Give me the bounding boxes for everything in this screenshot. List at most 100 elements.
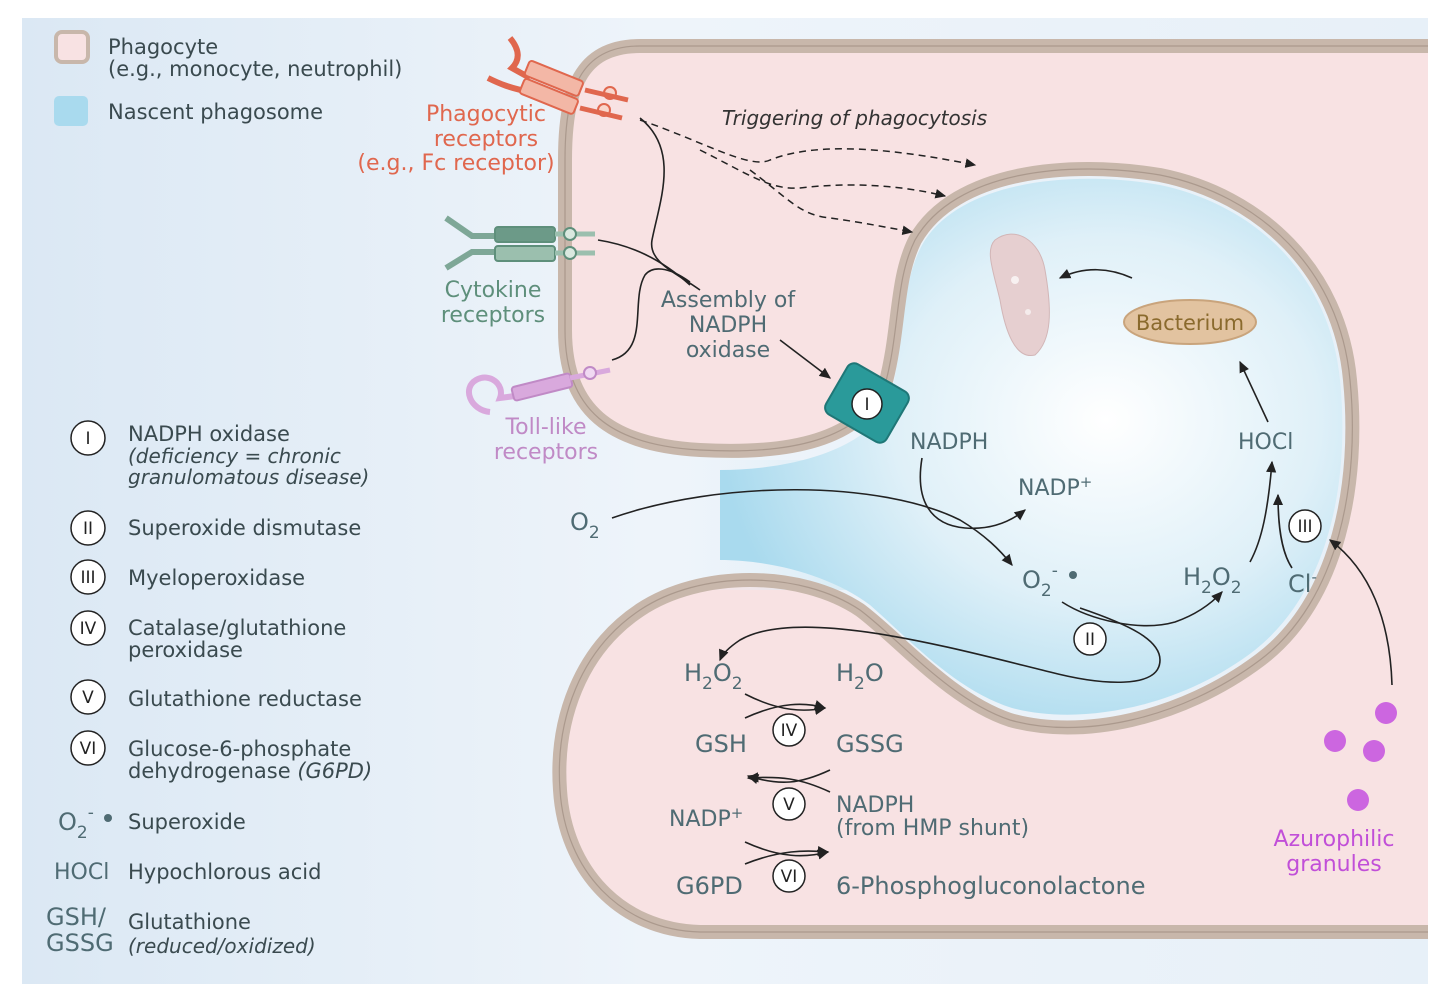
cycle-h2o-label: H2O	[836, 659, 884, 694]
enzyme-legend: I NADPH oxidase (deficiency = chronic gr…	[70, 420, 372, 783]
superoxide-label: O2-	[1022, 561, 1058, 601]
legend-enzyme-iii-name: Myeloperoxidase	[128, 566, 305, 590]
granule-dot-4	[1347, 789, 1369, 811]
cycle-gsh-label: GSH	[695, 730, 747, 758]
enzyme-vi-label: VI	[781, 867, 798, 887]
enzyme-ii-marker	[1073, 622, 1107, 656]
cytokine-signal-curve	[597, 239, 691, 286]
toll-like-receptor-label-2: receptors	[494, 440, 598, 465]
digested-bacterium-icon	[989, 233, 1050, 356]
granule-to-mpo-arrow	[1328, 539, 1393, 686]
legend-enzyme-v-marker	[70, 679, 106, 715]
cycle-nadph-label: NADPH	[836, 793, 914, 818]
assembly-label-3: oxidase	[686, 338, 770, 363]
chloride-label: Cl-	[1288, 568, 1317, 598]
trigger-arrow-1	[639, 119, 977, 168]
legend-enzyme-iii-marker	[70, 559, 106, 595]
h2o2-main-label: H2O2	[1183, 563, 1242, 598]
cycle-h2o2-label: H2O2	[684, 659, 743, 694]
cycle-vi-arrow-b	[744, 846, 830, 865]
legend-gsh-desc: Glutathione	[128, 910, 251, 934]
legend-enzyme-i-note-2: granulomatous disease)	[128, 465, 369, 489]
cycle-phospho-label: 6-Phosphogluconolactone	[836, 872, 1145, 900]
legend-enzyme-i-name: NADPH oxidase	[128, 422, 290, 446]
assembly-label-2: NADPH	[689, 313, 767, 338]
legend-enzyme-vi-name-1: Glucose-6-phosphate	[128, 737, 351, 761]
granule-dot-3	[1363, 740, 1385, 762]
legend-enzyme-iv-marker	[70, 610, 106, 646]
legend-phagocyte-sublabel: (e.g., monocyte, neutrophil)	[108, 57, 402, 81]
legend-enzyme-iv-numeral: IV	[80, 619, 97, 639]
trigger-arrow-2	[699, 149, 947, 199]
phagocytic-receptor-label-1: Phagocytic	[426, 102, 546, 127]
nadp-label: NADP+	[1018, 473, 1092, 501]
assembly-label-1: Assembly of	[661, 288, 796, 313]
granule-dot-1	[1375, 702, 1397, 724]
azurophilic-label-2: granules	[1286, 852, 1382, 877]
enzyme-iv-label: IV	[781, 721, 798, 741]
legend-enzyme-i-note-1: (deficiency = chronic	[128, 444, 341, 468]
nadph-label: NADPH	[910, 430, 988, 455]
superoxide-radical-dot	[1069, 571, 1077, 579]
cycle-iv-arrow-b	[744, 700, 827, 719]
phagocytic-receptor-icon	[486, 36, 629, 121]
bacterium-icon	[1123, 299, 1257, 345]
legend-enzyme-iii-numeral: III	[80, 568, 95, 588]
legend-gsh-symbol-2: GSSG	[46, 929, 114, 957]
h2o2-to-hocl-arrow	[1249, 460, 1277, 563]
cytokine-receptor-icon	[444, 215, 595, 271]
legend-enzyme-ii-marker	[70, 510, 106, 546]
toll-signal-curve	[611, 268, 691, 361]
enzyme-iii-marker	[1288, 509, 1322, 543]
granule-dot-2	[1324, 730, 1346, 752]
toll-like-receptor-label-1: Toll-like	[504, 415, 586, 440]
legend-phagocyte-label: Phagocyte	[108, 35, 218, 59]
abbreviation-legend: O2- Superoxide HOCl Hypochlorous acid GS…	[46, 803, 321, 958]
legend-enzyme-vi-marker	[70, 730, 106, 766]
superoxide-to-h2o2-arrow	[1061, 591, 1223, 627]
enzyme-iii-label: III	[1297, 517, 1312, 537]
legend-phagosome-label: Nascent phagosome	[108, 100, 323, 124]
enzyme-i-label: I	[864, 395, 869, 415]
cycle-g6pd-label: G6PD	[676, 872, 743, 900]
cycle-nadp-label: NADP+	[669, 804, 743, 832]
chloride-to-hocl-arrow	[1272, 493, 1293, 569]
phagocytic-receptor-label-3: (e.g., Fc receptor)	[357, 151, 554, 176]
cycle-v-arrow-b	[746, 772, 831, 793]
legend-enzyme-iv-name-2: peroxidase	[128, 638, 243, 662]
enzyme-v-label: V	[783, 795, 795, 815]
legend-enzyme-vi-name-2: dehydrogenase (G6PD)	[128, 759, 372, 783]
cycle-gssg-label: GSSG	[836, 730, 904, 758]
bacterium-label: Bacterium	[1136, 311, 1244, 335]
enzyme-iv-marker	[772, 713, 806, 747]
legend-superoxide-symbol: O2-	[58, 803, 94, 843]
legend-gsh-desc-italic: (reduced/oxidized)	[128, 934, 316, 958]
cycle-hmp-label: (from HMP shunt)	[836, 816, 1029, 841]
enzyme-vi-marker	[772, 859, 806, 893]
legend-enzyme-v-name: Glutathione reductase	[128, 687, 362, 711]
hocl-to-bacterium-arrow	[1239, 360, 1269, 423]
enzyme-v-marker	[772, 787, 806, 821]
legend-hocl-symbol: HOCl	[54, 860, 109, 885]
bacterium-kill-arrow	[1058, 268, 1133, 279]
legend-hocl-desc: Hypochlorous acid	[128, 860, 321, 884]
legend-enzyme-i-numeral: I	[85, 429, 90, 449]
membrane-outline	[558, 45, 1428, 933]
legend-phagocyte-swatch	[54, 30, 90, 64]
enzyme-ii-label: II	[1085, 630, 1095, 650]
legend-superoxide-desc: Superoxide	[128, 810, 246, 834]
azurophilic-label-1: Azurophilic	[1274, 827, 1395, 852]
cytokine-receptor-label-1: Cytokine	[445, 278, 542, 303]
trigger-arrow-3	[749, 169, 914, 236]
legend-enzyme-ii-name: Superoxide dismutase	[128, 516, 361, 540]
assembly-arrow	[779, 339, 832, 379]
o2-to-superoxide-arrow	[611, 488, 1013, 566]
superoxide-to-cytoplasm-arrow	[719, 607, 1161, 683]
legend-superoxide-dot	[104, 814, 112, 822]
o2-label: O2	[570, 508, 600, 543]
enzyme-i-marker	[851, 388, 883, 420]
legend-enzyme-i-marker	[70, 420, 106, 456]
hocl-label: HOCl	[1238, 430, 1293, 455]
